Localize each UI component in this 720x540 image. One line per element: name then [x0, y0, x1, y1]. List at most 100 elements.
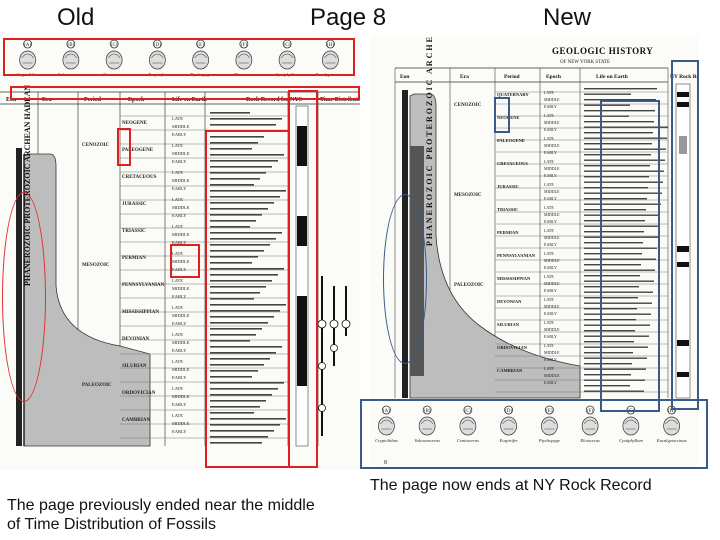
fossil-eospirifer: (D) Eospirifer: [498, 406, 517, 443]
svg-text:PENNSYLVANIAN: PENNSYLVANIAN: [122, 283, 165, 288]
svg-text:GEOLOGIC HISTORY: GEOLOGIC HISTORY: [552, 46, 653, 56]
svg-text:MIDDLE: MIDDLE: [172, 124, 190, 129]
fossil-cryptolithus: (A) Cryptolithus: [375, 406, 398, 443]
svg-text:Elotoceras: Elotoceras: [579, 438, 600, 443]
svg-text:DEVONIAN: DEVONIAN: [122, 337, 150, 342]
svg-text:Cryptolithus: Cryptolithus: [375, 438, 398, 443]
svg-text:EARLY: EARLY: [544, 173, 557, 178]
svg-text:PENNSYLVANIAN: PENNSYLVANIAN: [497, 253, 536, 258]
svg-text:Eospirifer: Eospirifer: [147, 72, 166, 77]
svg-text:(D): (D): [154, 43, 161, 48]
svg-text:LATE: LATE: [544, 251, 554, 256]
svg-text:8: 8: [384, 460, 387, 466]
svg-text:CAMBRIAN: CAMBRIAN: [122, 418, 150, 423]
fossil-elotoceras: (F)Elotoceras: [233, 40, 254, 77]
svg-text:MIDDLE: MIDDLE: [544, 235, 560, 240]
svg-text:EARLY: EARLY: [172, 240, 187, 245]
svg-text:CENOZOIC: CENOZOIC: [454, 103, 482, 108]
old-caption-line-2: of Time Distribution of Fossils: [7, 515, 367, 534]
svg-text:PERMIAN: PERMIAN: [497, 230, 519, 235]
svg-text:LATE: LATE: [172, 170, 183, 175]
fossil-cystiphyllum: (G)Cystiphyllum: [619, 406, 643, 443]
svg-text:Cryptolithus: Cryptolithus: [16, 72, 39, 77]
svg-text:MIDDLE: MIDDLE: [544, 281, 560, 286]
svg-text:MIDDLE: MIDDLE: [172, 178, 190, 183]
svg-text:Ptychopyge: Ptychopyge: [189, 72, 211, 77]
svg-text:LATE: LATE: [172, 197, 183, 202]
svg-text:(B): (B): [68, 43, 75, 48]
svg-text:Eon: Eon: [6, 97, 17, 103]
svg-text:MIDDLE: MIDDLE: [172, 313, 190, 318]
svg-text:Era: Era: [460, 74, 469, 80]
svg-text:LATE: LATE: [172, 332, 183, 337]
svg-text:EARLY: EARLY: [544, 357, 557, 362]
svg-text:TRIASSIC: TRIASSIC: [122, 229, 146, 234]
svg-text:PALEOZOIC: PALEOZOIC: [82, 383, 112, 388]
old-label: Old: [57, 4, 94, 32]
old-caption: The page previously ended near the middl…: [7, 496, 367, 534]
svg-text:LATE: LATE: [172, 143, 183, 148]
svg-text:LATE: LATE: [172, 413, 183, 418]
svg-text:(D): (D): [505, 409, 512, 414]
svg-text:Eon: Eon: [400, 74, 409, 80]
svg-text:EARLY: EARLY: [544, 334, 557, 339]
new-label: New: [543, 4, 591, 32]
svg-text:Epoch: Epoch: [128, 97, 145, 103]
svg-text:(E): (E): [546, 409, 553, 414]
svg-text:EARLY: EARLY: [172, 186, 187, 191]
svg-text:Eospirifer: Eospirifer: [498, 438, 517, 443]
fossil-valcouroceras: (B)Valcouroceras: [58, 40, 84, 77]
svg-text:Epoch: Epoch: [546, 74, 561, 80]
fossil-cryptolithus: (A)Cryptolithus: [16, 40, 39, 77]
svg-text:EARLY: EARLY: [544, 150, 557, 155]
svg-text:SILURIAN: SILURIAN: [122, 364, 147, 369]
svg-text:(G): (G): [284, 43, 291, 48]
fossil-valcouroceras: (B)Valcouroceras: [414, 406, 440, 443]
svg-text:Era: Era: [42, 97, 52, 103]
svg-text:MIDDLE: MIDDLE: [544, 350, 560, 355]
svg-text:EARLY: EARLY: [544, 219, 557, 224]
svg-text:SILURIAN: SILURIAN: [497, 322, 520, 327]
svg-text:EARLY: EARLY: [172, 375, 187, 380]
svg-text:Ptychopyge: Ptychopyge: [538, 438, 560, 443]
svg-text:Centroceras: Centroceras: [457, 438, 479, 443]
old-fossil-strip: (A)Cryptolithus(B)Valcouroceras(C)Centro…: [16, 40, 345, 77]
svg-text:(H): (H): [668, 409, 675, 414]
svg-text:LATE: LATE: [172, 224, 183, 229]
svg-text:MIDDLE: MIDDLE: [172, 394, 190, 399]
svg-text:LATE: LATE: [172, 251, 183, 256]
old-caption-line-1: The page previously ended near the middl…: [7, 496, 367, 515]
svg-text:Life on Earth: Life on Earth: [596, 74, 628, 80]
svg-text:EARLY: EARLY: [172, 321, 187, 326]
svg-text:MIDDLE: MIDDLE: [172, 367, 190, 372]
svg-text:Eucalyptocrinus: Eucalyptocrinus: [315, 72, 346, 77]
svg-text:EARLY: EARLY: [544, 127, 557, 132]
svg-text:Elotoceras: Elotoceras: [233, 72, 254, 77]
fossil-ptychopyge: (E) Ptychopyge: [189, 40, 211, 77]
svg-text:MIDDLE: MIDDLE: [544, 304, 560, 309]
svg-text:LATE: LATE: [172, 359, 183, 364]
svg-text:(E): (E): [197, 43, 204, 48]
fossil-ptychopyge: (E) Ptychopyge: [538, 406, 560, 443]
svg-text:LATE: LATE: [544, 228, 554, 233]
svg-text:PALEOZOIC: PALEOZOIC: [454, 283, 484, 288]
svg-text:Period: Period: [84, 97, 102, 103]
svg-text:EARLY: EARLY: [172, 294, 187, 299]
svg-text:MISSISSIPPIAN: MISSISSIPPIAN: [122, 310, 159, 315]
svg-text:EARLY: EARLY: [172, 213, 187, 218]
svg-text:MIDDLE: MIDDLE: [172, 340, 190, 345]
svg-text:(A): (A): [383, 409, 390, 414]
svg-text:Centroceras: Centroceras: [103, 72, 125, 77]
svg-text:PERMIAN: PERMIAN: [122, 256, 146, 261]
fossil-cystiphyllum: (G)Cystiphyllum: [275, 40, 299, 77]
svg-text:PALEOGENE: PALEOGENE: [122, 148, 154, 153]
svg-text:MIDDLE: MIDDLE: [172, 205, 190, 210]
svg-text:Eucalyptocrinus: Eucalyptocrinus: [656, 438, 687, 443]
svg-text:EARLY: EARLY: [172, 429, 187, 434]
svg-text:LATE: LATE: [544, 366, 554, 371]
svg-text:Time Distribution of Fossils: Time Distribution of Fossils: [320, 97, 360, 103]
svg-text:LATE: LATE: [544, 205, 554, 210]
svg-text:JURASSIC: JURASSIC: [497, 184, 519, 189]
svg-text:EARLY: EARLY: [172, 159, 187, 164]
svg-text:Period: Period: [504, 74, 520, 80]
